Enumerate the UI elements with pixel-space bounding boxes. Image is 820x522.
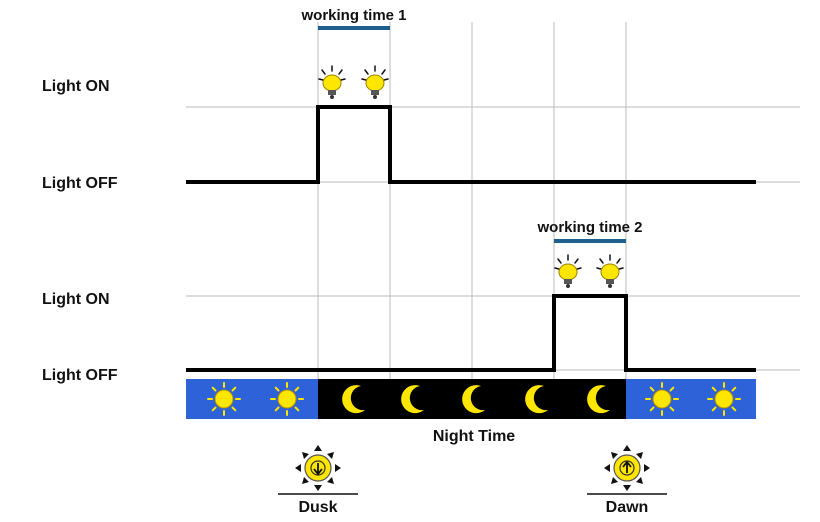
working-time-1-label: working time 1 xyxy=(300,7,406,24)
night-time-label: Night Time xyxy=(433,428,515,445)
dawn-label: Dawn xyxy=(606,499,649,516)
sun-icon xyxy=(270,382,304,416)
row1-on-label: Light ON xyxy=(42,78,110,95)
row2-off-label: Light OFF xyxy=(42,367,118,384)
light-bulb-icon xyxy=(554,254,582,289)
grid-lines xyxy=(186,22,800,380)
signal-waveform-1 xyxy=(186,105,756,184)
sun-icon xyxy=(207,382,241,416)
sky-strip xyxy=(186,379,756,419)
sun-icon xyxy=(707,382,741,416)
light-bulb-icon xyxy=(361,65,389,100)
light-bulb-icon xyxy=(596,254,624,289)
dawn-marker: Dawn xyxy=(587,444,667,516)
row1-off-label: Light OFF xyxy=(42,175,118,192)
sun-icon xyxy=(645,382,679,416)
dusk-label: Dusk xyxy=(298,499,337,516)
dusk-marker: Dusk xyxy=(278,444,358,516)
working-time-2-label: working time 2 xyxy=(536,219,642,236)
signal-waveform-2 xyxy=(186,294,756,372)
light-bulb-icon xyxy=(318,65,346,100)
row2-on-label: Light ON xyxy=(42,291,110,308)
